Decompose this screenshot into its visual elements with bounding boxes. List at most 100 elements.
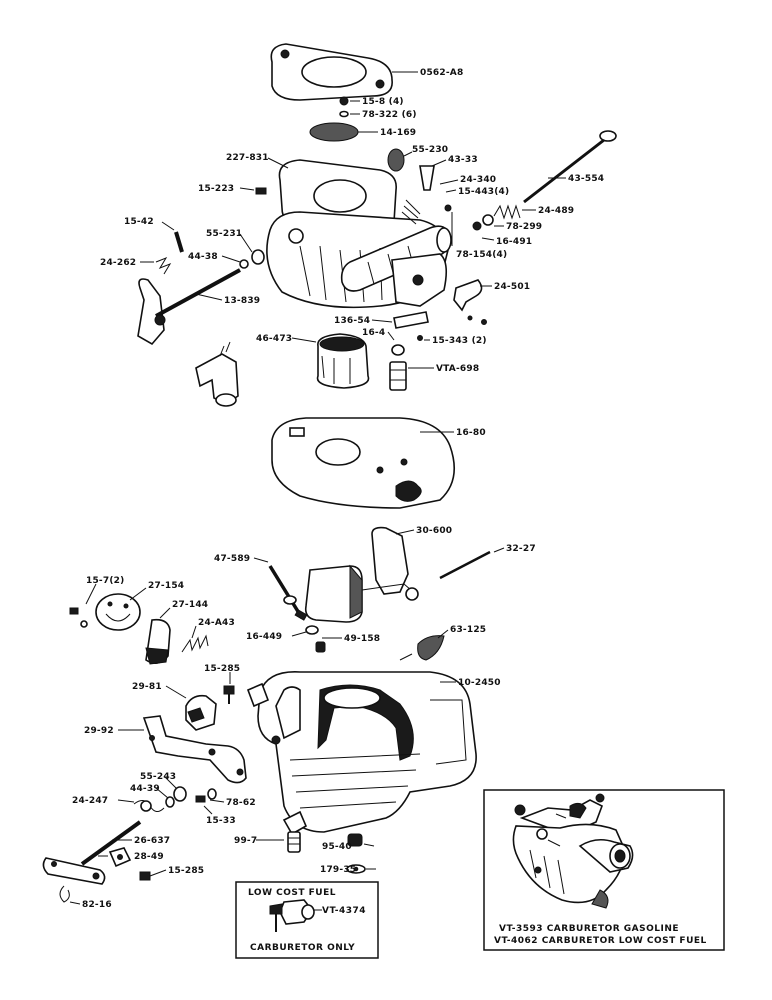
- callout-46-473: 46-473: [256, 334, 292, 344]
- callout-15-7: 15-7(2): [86, 576, 124, 586]
- callout-15-42: 15-42: [124, 217, 154, 227]
- valve-vt-4374-icon: [269, 899, 315, 932]
- callout-24-262: 24-262: [100, 258, 136, 268]
- shaft-26-637: [42, 820, 142, 885]
- callout-55-231: 55-231: [206, 229, 242, 239]
- callout-82-16: 82-16: [82, 900, 112, 910]
- carburetor-photo-box: VT-3593 CARBURETOR GASOLINE VT-4062 CARB…: [483, 789, 725, 951]
- callout-24-a43: 24-A43: [198, 618, 235, 628]
- callout-47-589: 47-589: [214, 554, 250, 564]
- callout-30-600: 30-600: [416, 526, 452, 536]
- bracket-29-81: [185, 694, 217, 731]
- gasket-0562-a8: [270, 43, 393, 101]
- needle-43-554: [523, 130, 617, 204]
- callout-16-4: 16-4: [362, 328, 385, 338]
- throttle-lever-13-839: [137, 268, 241, 346]
- plate-27-154: [69, 593, 141, 631]
- screw-15-8: [339, 96, 349, 118]
- callout-95-40: 95-40: [322, 842, 352, 852]
- part-28-49: [108, 847, 132, 868]
- float-30-600: [304, 526, 419, 623]
- callout-14-169: 14-169: [380, 128, 416, 138]
- washer-55-243: [165, 786, 217, 808]
- callout-55-243: 55-243: [140, 772, 176, 782]
- cap-55-230: [387, 148, 435, 225]
- callout-15-33: 15-33: [206, 816, 236, 826]
- callout-29-81: 29-81: [132, 682, 162, 692]
- callout-15-285b: 15-285: [168, 866, 204, 876]
- spring-24-247: [133, 800, 165, 812]
- low-cost-fuel-part: VT-4374: [322, 906, 366, 916]
- callout-15-285a: 15-285: [204, 664, 240, 674]
- lever-plate-29-92: [142, 715, 247, 784]
- callout-29-92: 29-92: [84, 726, 114, 736]
- callout-26-637: 26-637: [134, 836, 170, 846]
- callout-43-33: 43-33: [448, 155, 478, 165]
- callout-15-8: 15-8 (4): [362, 97, 404, 107]
- choke-cup-46-473: [316, 333, 370, 389]
- callout-179-35: 179-35: [320, 865, 356, 875]
- screw-15-285a: [223, 685, 235, 704]
- low-cost-fuel-footer: CARBURETOR ONLY: [250, 943, 355, 953]
- screw-15-42: [155, 231, 265, 275]
- callout-44-38: 44-38: [188, 252, 218, 262]
- callout-78-322: 78-322 (6): [362, 110, 417, 120]
- callout-44-39: 44-39: [130, 784, 160, 794]
- callout-78-299: 78-299: [506, 222, 542, 232]
- callout-15-223: 15-223: [198, 184, 234, 194]
- callout-vta-698: VTA-698: [436, 364, 479, 374]
- callout-99-7: 99-7: [234, 836, 257, 846]
- low-cost-fuel-title: LOW COST FUEL: [248, 888, 336, 898]
- elbow-fitting: [195, 341, 239, 407]
- needle-valve-47-589: [268, 565, 308, 621]
- float-bowl-10-2450: [246, 671, 477, 833]
- callout-24-501: 24-501: [494, 282, 530, 292]
- valve-27-144: [145, 618, 171, 665]
- clip-82-16: [59, 885, 70, 903]
- callout-13-839: 13-839: [224, 296, 260, 306]
- callout-136-54: 136-54: [334, 316, 370, 326]
- bracket-24-501: [453, 279, 487, 325]
- low-cost-fuel-box: LOW COST FUEL VT-4374 CARBURETOR ONLY: [235, 881, 379, 959]
- callout-10-2450: 10-2450: [458, 678, 501, 688]
- callout-15-443: 15-443(4): [458, 187, 509, 197]
- carburetor-photo: [512, 793, 634, 909]
- callout-labels: 0562-A8 15-8 (4) 78-322 (6) 14-169 227-8…: [72, 68, 604, 910]
- callout-24-340: 24-340: [460, 175, 496, 185]
- disc-14-169: [309, 122, 359, 142]
- callout-32-27: 32-27: [506, 544, 536, 554]
- callout-78-154: 78-154(4): [456, 250, 507, 260]
- screw-15-285b: [139, 871, 151, 881]
- part-63-125: [417, 635, 445, 661]
- photo-caption-line-2: VT-4062 CARBURETOR LOW COST FUEL: [494, 936, 707, 946]
- callout-63-125: 63-125: [450, 625, 486, 635]
- spring-24-489: [444, 204, 521, 231]
- callout-227-831: 227-831: [226, 153, 269, 163]
- spring-24-a43: [181, 634, 209, 653]
- callout-28-49: 28-49: [134, 852, 164, 862]
- callout-43-554: 43-554: [568, 174, 604, 184]
- pin-32-27: [439, 550, 491, 580]
- callout-16-491: 16-491: [496, 237, 532, 247]
- screw-15-223: [255, 187, 267, 195]
- jet-vta-698: [389, 361, 407, 391]
- callout-0562-a8: 0562-A8: [420, 68, 463, 78]
- callout-24-247: 24-247: [72, 796, 108, 806]
- callout-27-144: 27-144: [172, 600, 208, 610]
- callout-55-230: 55-230: [412, 145, 448, 155]
- callout-78-62: 78-62: [226, 798, 256, 808]
- nut-95-40: [346, 833, 366, 874]
- part-136-54: [391, 311, 429, 356]
- leader-lines: [69, 71, 566, 905]
- seat-16-449: [305, 625, 326, 653]
- drain-plug-99-7: [282, 810, 308, 853]
- bowl-gasket-16-80: [271, 417, 456, 509]
- callout-16-449: 16-449: [246, 632, 282, 642]
- photo-caption-line-1: VT-3593 CARBURETOR GASOLINE: [499, 924, 679, 934]
- callout-24-489: 24-489: [538, 206, 574, 216]
- callout-16-80: 16-80: [456, 428, 486, 438]
- callout-27-154: 27-154: [148, 581, 184, 591]
- callout-49-158: 49-158: [344, 634, 380, 644]
- throttle-body-227-831: [266, 159, 452, 309]
